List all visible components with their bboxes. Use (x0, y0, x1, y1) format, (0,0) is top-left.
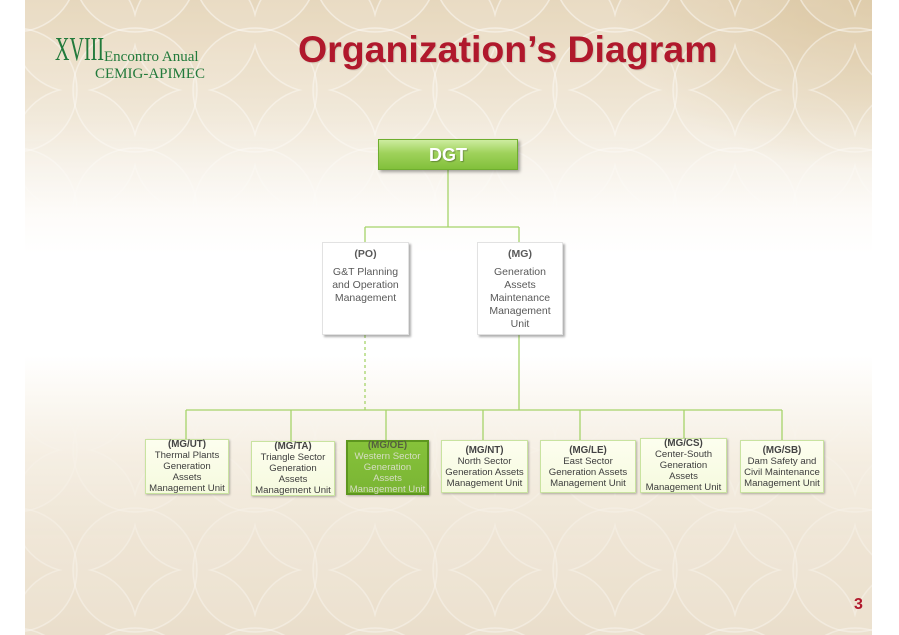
org-box-mg-oe: (MG/OE) Western Sector Generation Assets… (346, 440, 429, 495)
org-box-code: (PO) (354, 248, 377, 260)
org-box-line: Assets (172, 472, 202, 483)
org-box-line: Thermal Plants (154, 450, 220, 461)
org-box-line: Generation (659, 460, 708, 471)
org-box-line: Management Unit (149, 483, 225, 494)
org-box-line: Management Unit (446, 477, 523, 489)
org-box-line: Management Unit (645, 482, 722, 493)
org-box-code: (MG/OE) (367, 440, 408, 451)
org-box-mg-ta: (MG/TA) Triangle Sector Generation Asset… (251, 441, 335, 496)
org-box-line: Generation (163, 461, 211, 472)
background-pattern (25, 0, 872, 635)
org-box-mg-le: (MG/LE) East Sector Generation Assets Ma… (540, 440, 636, 493)
org-box-line: Management Unit (744, 477, 820, 489)
org-box-code: (MG/LE) (569, 444, 607, 456)
org-box-code: (MG/UT) (167, 439, 207, 450)
org-box-line: and Operation (332, 279, 399, 291)
org-box-line: Assets (373, 473, 402, 484)
org-box-code: (MG/SB) (762, 444, 802, 456)
page-number: 3 (854, 596, 863, 613)
org-box-code: (MG) (508, 248, 532, 260)
org-box-line: Generation (363, 462, 412, 473)
org-box-line: Management Unit (550, 477, 626, 489)
org-box-mg-sb: (MG/SB) Dam Safety and Civil Maintenance… (740, 440, 824, 493)
org-box-mg-cs: (MG/CS) Center-South Generation Assets M… (640, 438, 727, 493)
org-box-line: Assets (278, 474, 308, 485)
logo-name: CEMIG-APIMEC (95, 66, 206, 82)
org-box-line: Center-South (654, 449, 713, 460)
org-box-code: (MG/CS) (664, 438, 703, 449)
org-box-line: Management (334, 292, 397, 304)
org-box-line: Management Unit (255, 485, 331, 496)
logo-numeral: XVIII (55, 31, 105, 68)
logo-tagline: Encontro Anual (104, 49, 199, 65)
slide-title: Organization’s Diagram (298, 28, 718, 70)
org-box-line: Generation (494, 266, 546, 278)
org-box-line: Generation (269, 463, 317, 474)
org-box-line: North Sector (457, 455, 512, 467)
org-box-mg-nt: (MG/NT) North Sector Generation Assets M… (441, 440, 528, 493)
org-box-line: Management Unit (349, 484, 426, 495)
org-box-line: Dam Safety and (747, 455, 817, 467)
org-box-line: Civil Maintenance (744, 466, 820, 478)
org-box-code: (MG/NT) (465, 444, 504, 456)
org-box-line: Generation Assets (548, 466, 628, 478)
org-box-po: (PO) G&T Planning and Operation Manageme… (322, 242, 409, 335)
org-box-mg-ut: (MG/UT) Thermal Plants Generation Assets… (145, 439, 229, 494)
org-box-dgt: DGT (378, 139, 518, 170)
org-box-line: Assets (669, 471, 698, 482)
org-box-line: G&T Planning (332, 266, 399, 278)
org-box-mg: (MG) Generation Assets Maintenance Manag… (477, 242, 563, 335)
org-box-line: Generation Assets (445, 466, 524, 478)
org-box-line: Western Sector (354, 451, 421, 462)
org-box-label: DGT (429, 144, 467, 165)
slide-background (25, 0, 872, 635)
org-box-line: Maintenance (489, 292, 551, 304)
org-box-code: (MG/TA) (274, 441, 312, 452)
org-box-line: Triangle Sector (260, 452, 326, 463)
org-box-line: East Sector (563, 455, 613, 467)
org-box-line: Management (489, 305, 551, 317)
org-box-line: Unit (510, 318, 530, 330)
org-box-line: Assets (504, 279, 536, 291)
